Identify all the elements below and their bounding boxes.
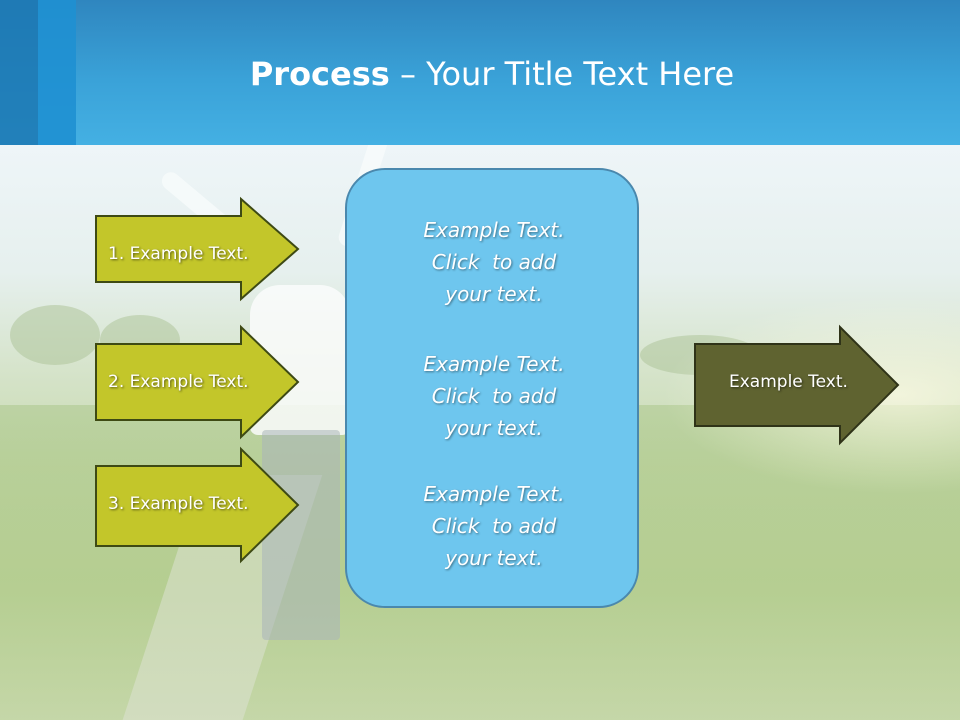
output-arrow-label: Example Text.: [729, 372, 848, 392]
header-accent-strip: [0, 0, 38, 145]
input-arrow-1[interactable]: 1. Example Text.: [95, 196, 300, 302]
input-arrow-3[interactable]: 3. Example Text.: [95, 446, 300, 564]
process-text-3[interactable]: Example Text. Click to add your text.: [347, 478, 641, 574]
input-arrow-label: 2. Example Text.: [108, 372, 249, 392]
process-text-line: Click to add: [431, 250, 557, 274]
title-bar: Process – Your Title Text Here: [0, 0, 960, 145]
header-accent-strip: [38, 0, 76, 145]
process-text-line: Click to add: [431, 514, 557, 538]
process-text-line: your text.: [445, 416, 543, 440]
process-box[interactable]: Example Text. Click to add your text. Ex…: [345, 168, 639, 608]
input-arrow-body: [95, 446, 300, 564]
input-arrow-2[interactable]: 2. Example Text.: [95, 324, 300, 440]
input-arrow-body: [95, 196, 300, 302]
process-text-line: your text.: [445, 282, 543, 306]
output-arrow[interactable]: Example Text.: [694, 324, 900, 446]
output-arrow-body: [694, 324, 900, 446]
arrow-shape: [95, 324, 300, 440]
arrow-shape: [95, 196, 300, 302]
process-text-line: your text.: [445, 546, 543, 570]
input-arrow-label: 1. Example Text.: [108, 244, 249, 264]
arrow-shape: [95, 446, 300, 564]
process-text-line: Example Text.: [423, 482, 565, 506]
input-arrow-label: 3. Example Text.: [108, 494, 249, 514]
process-text-2[interactable]: Example Text. Click to add your text.: [347, 348, 641, 444]
input-arrow-body: [95, 324, 300, 440]
process-text-1[interactable]: Example Text. Click to add your text.: [347, 214, 641, 310]
process-text-line: Example Text.: [423, 218, 565, 242]
process-text-line: Click to add: [431, 384, 557, 408]
title-rest: – Your Title Text Here: [389, 55, 735, 93]
background-tree: [10, 305, 100, 365]
slide-title[interactable]: Process – Your Title Text Here: [0, 52, 960, 96]
process-text-line: Example Text.: [423, 352, 565, 376]
arrow-shape: [694, 324, 900, 446]
title-bold: Process: [249, 55, 390, 93]
person-legs: [262, 430, 340, 640]
